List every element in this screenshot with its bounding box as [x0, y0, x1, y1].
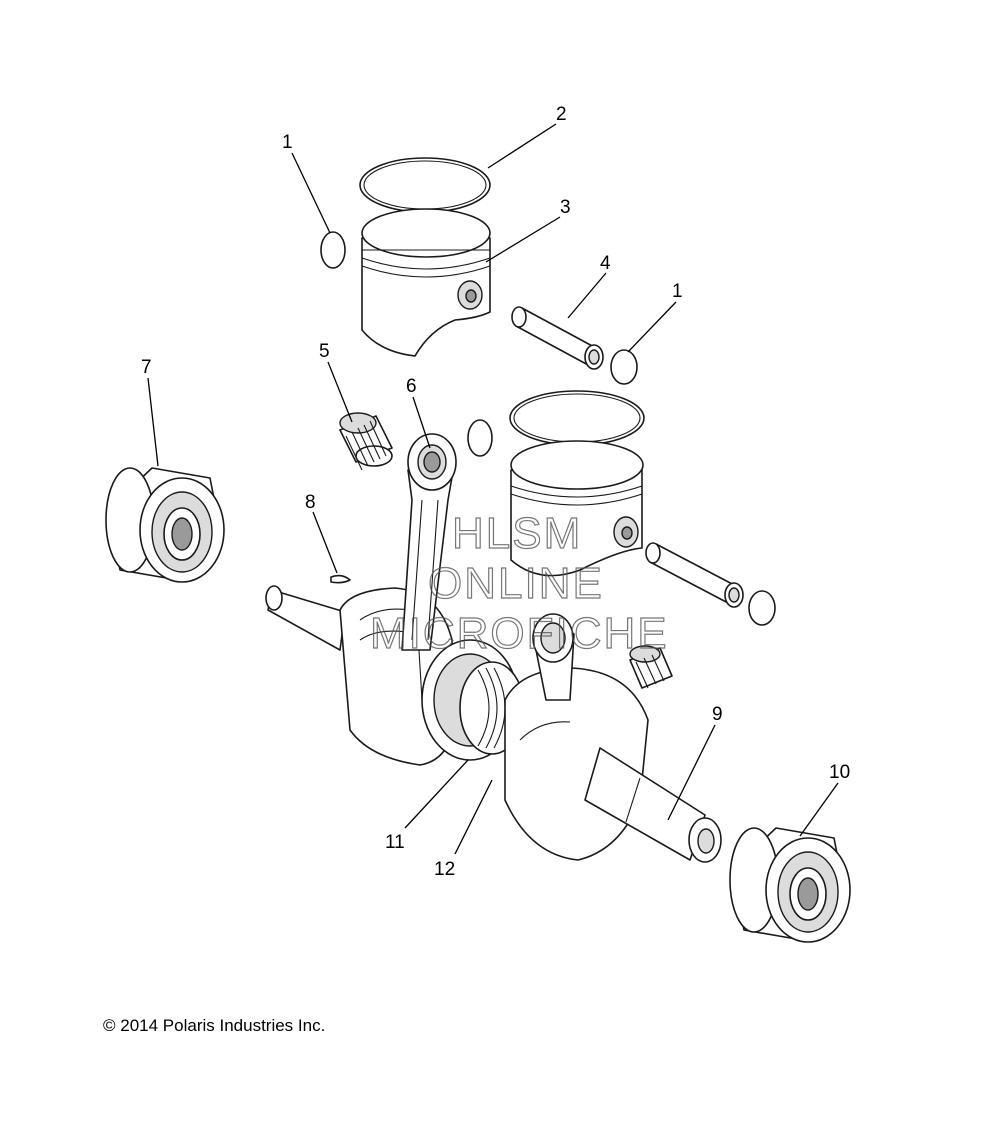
leader-5 [327, 361, 353, 423]
circlip-lower-right [748, 590, 776, 626]
main-bearing-left [105, 467, 225, 583]
watermark-line-3: MICROFICHE [370, 609, 669, 658]
callout-9: 9 [712, 704, 723, 725]
leader-1a [291, 152, 331, 234]
leader-6 [412, 396, 431, 449]
watermark-line-1: HLSM [452, 509, 582, 558]
crankshaft-assembly [265, 433, 722, 863]
needle-bearing-upper [339, 412, 393, 471]
wrist-pin-assembly [511, 306, 638, 385]
lower-piston-assembly [467, 390, 776, 626]
callout-numbers: 1 2 3 4 1 5 6 7 8 9 10 11 12 [141, 104, 850, 880]
circlip-lower-left [467, 419, 493, 457]
leader-1b [627, 301, 677, 353]
leader-7 [147, 377, 159, 467]
wrist-pin-lower [649, 543, 737, 605]
piston-lower-body [510, 469, 643, 577]
leader-11 [404, 759, 469, 829]
watermark: HLSM ONLINE MICROFICHE [369, 508, 669, 658]
callout-3: 3 [560, 197, 571, 218]
main-bearing-right [729, 827, 851, 943]
piston-ring-upper [359, 157, 491, 213]
piston-upper-body [361, 237, 491, 357]
callout-5: 5 [319, 341, 330, 362]
callout-7: 7 [141, 357, 152, 378]
watermark-line-2: ONLINE [428, 559, 604, 608]
crankshaft-right-shaft [584, 747, 706, 861]
leader-12 [454, 779, 493, 855]
woodruff-key [330, 574, 351, 584]
circlip-upper-left [320, 231, 346, 269]
callout-10: 10 [829, 762, 850, 783]
leader-lines [147, 123, 839, 855]
leader-4 [567, 272, 607, 319]
callout-11: 11 [385, 832, 405, 853]
callout-1b: 1 [672, 281, 683, 302]
callout-12: 12 [434, 859, 455, 880]
callout-1a: 1 [282, 132, 293, 153]
leader-8 [312, 511, 338, 574]
callout-4: 4 [600, 253, 611, 274]
circlip-upper-right [610, 349, 638, 385]
piston-ring-lower [509, 390, 645, 446]
copyright-notice: © 2014 Polaris Industries Inc. [103, 1016, 326, 1035]
leader-10 [799, 782, 839, 837]
callout-2: 2 [556, 104, 567, 125]
leader-3 [485, 216, 561, 263]
wrist-pin-upper [515, 307, 597, 367]
callout-8: 8 [305, 492, 316, 513]
upper-piston-assembly [320, 157, 491, 357]
callout-6: 6 [406, 376, 417, 397]
leader-2 [487, 123, 557, 169]
leader-9 [667, 724, 716, 821]
piston-upper-crown [361, 208, 491, 258]
